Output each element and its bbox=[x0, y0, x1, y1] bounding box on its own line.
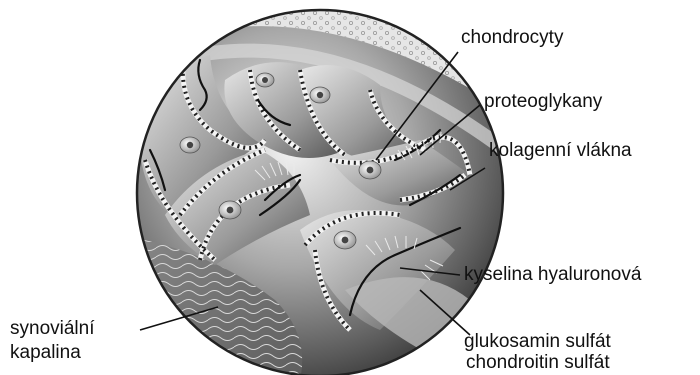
label-synovial-line1: synoviální bbox=[10, 318, 95, 340]
label-glucosamine-sulfate: glukosamin sulfát bbox=[464, 331, 611, 353]
label-chondrocytes: chondrocyty bbox=[461, 27, 563, 49]
label-synovial-line2: kapalina bbox=[10, 342, 81, 364]
label-chondroitin-sulfate: chondroitin sulfát bbox=[466, 352, 610, 374]
label-hyaluronic-acid: kyselina hyaluronová bbox=[464, 264, 641, 286]
label-proteoglycans: proteoglykany bbox=[484, 91, 602, 113]
cartilage-sphere bbox=[100, 0, 530, 375]
label-collagen-fibers: kolagenní vlákna bbox=[489, 140, 632, 162]
